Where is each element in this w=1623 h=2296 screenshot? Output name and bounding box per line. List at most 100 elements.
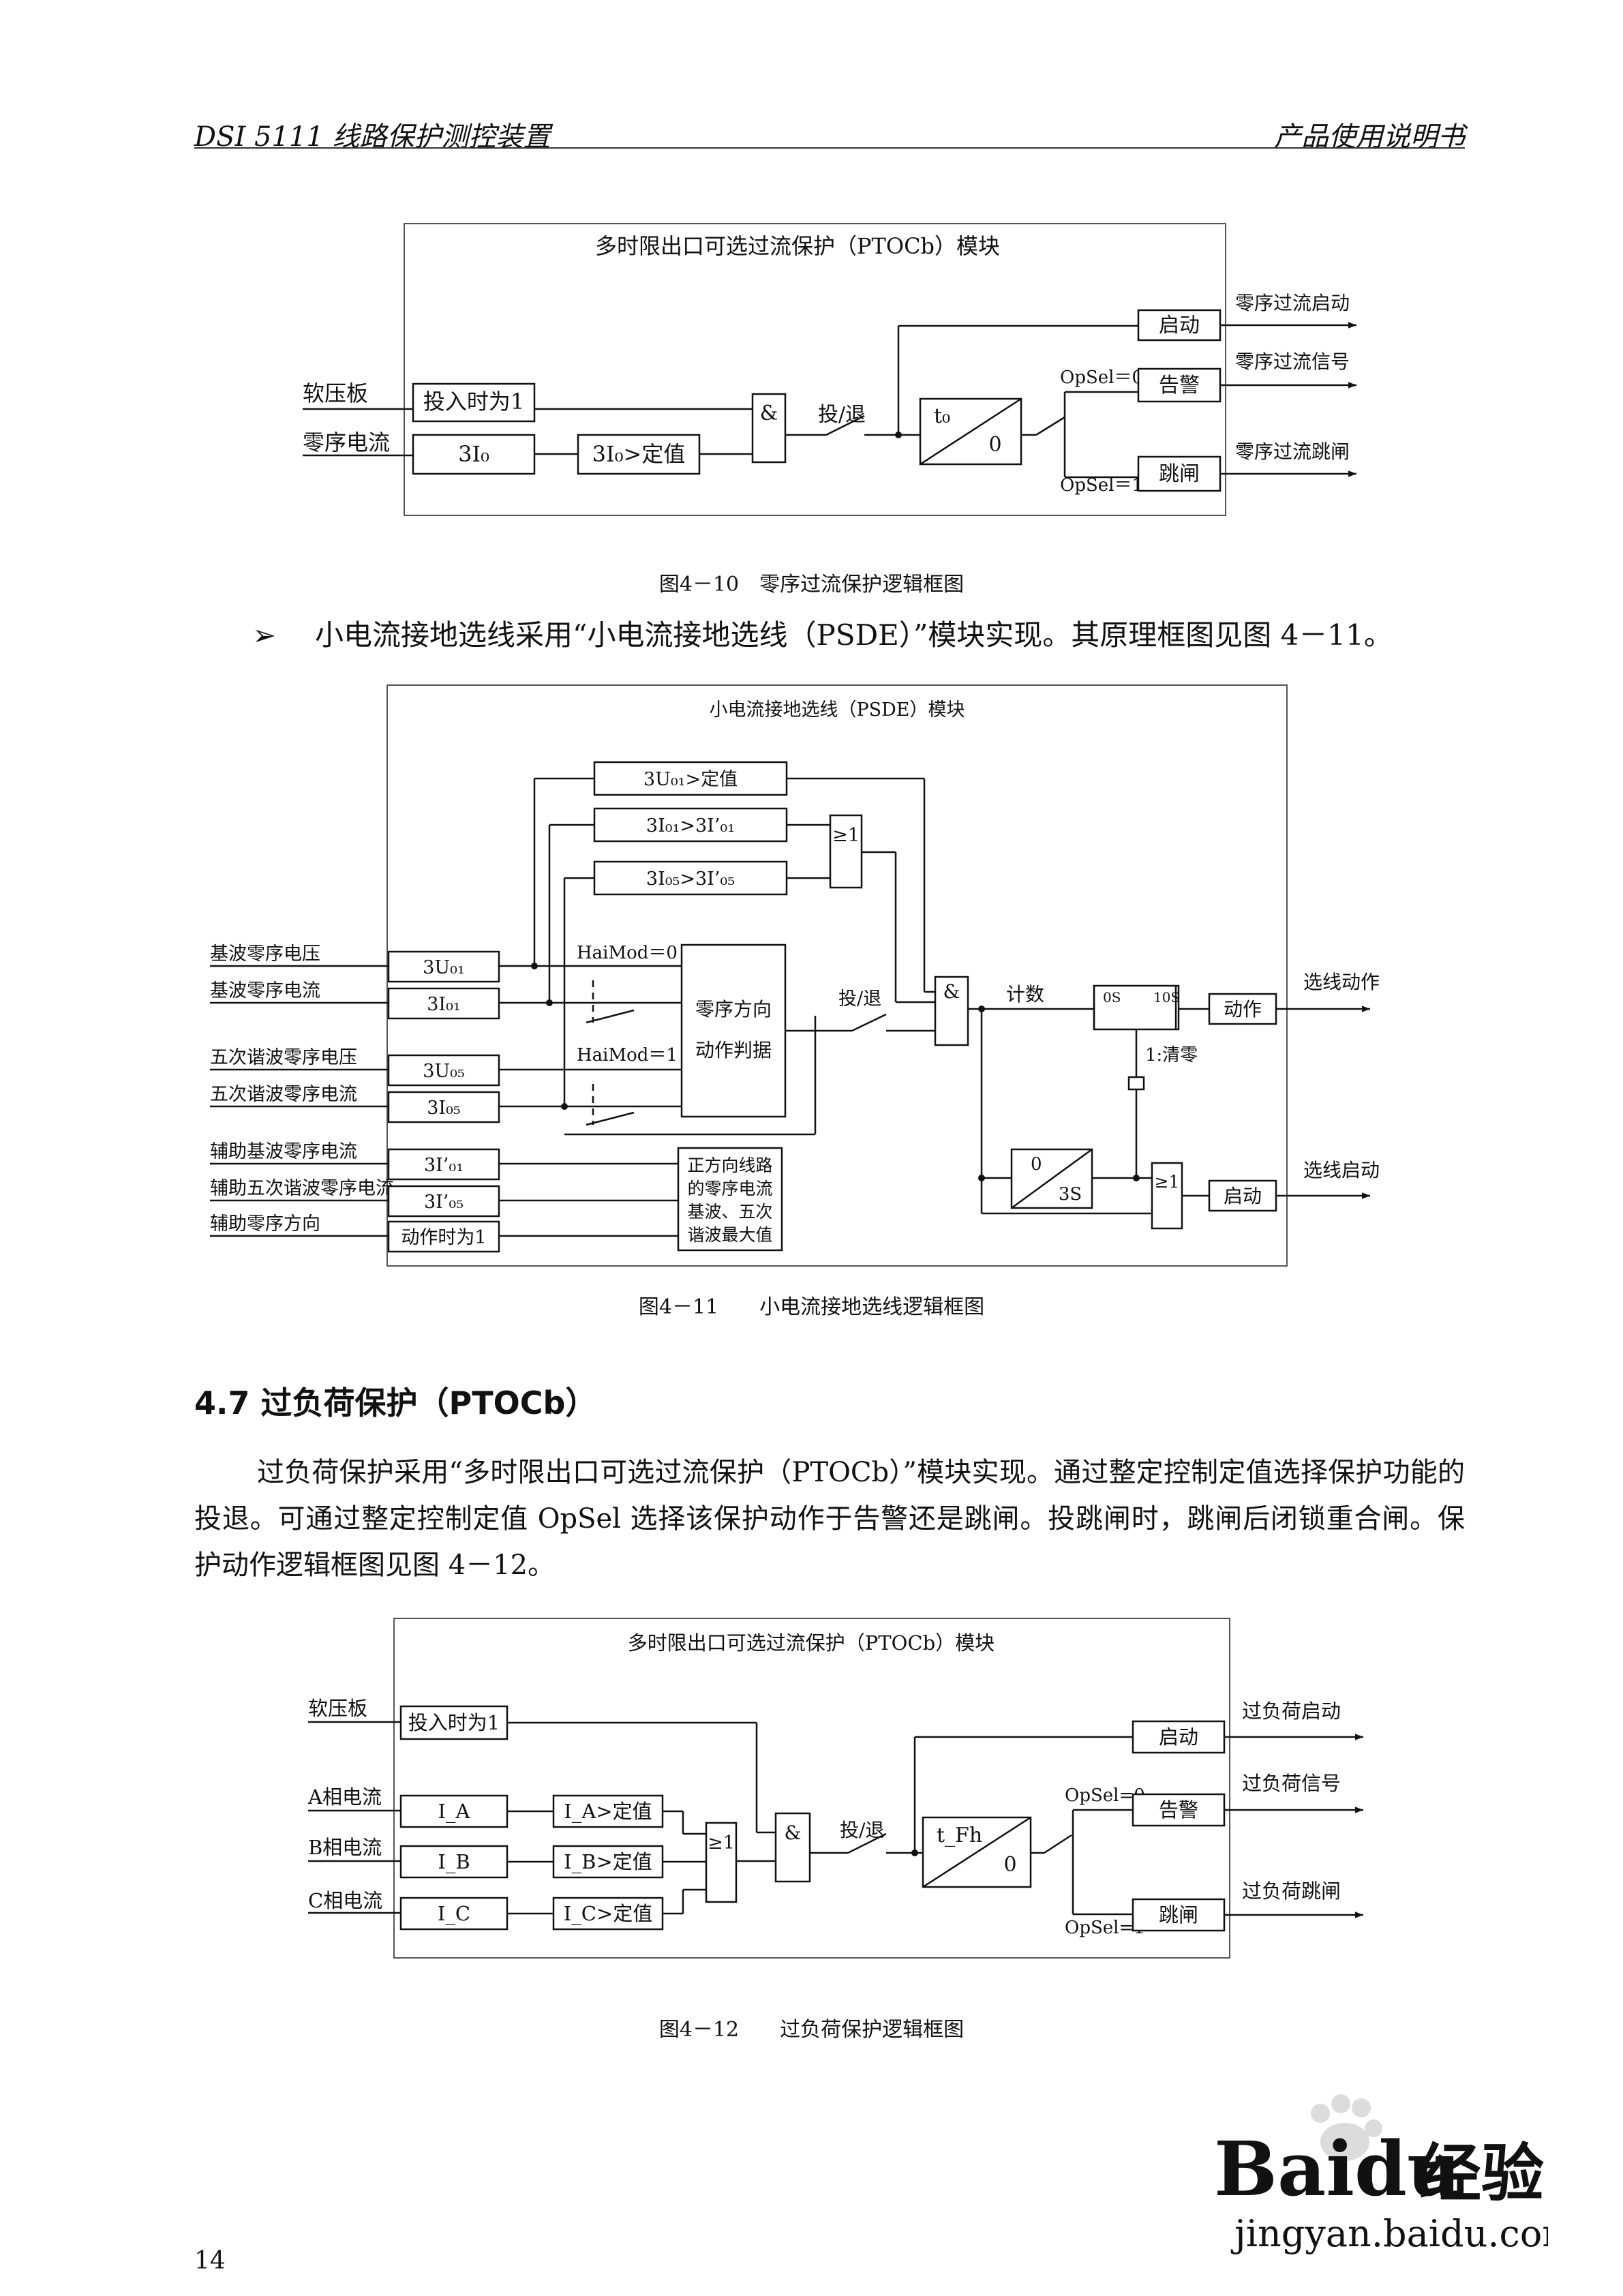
figure-4-11-caption: 图4－11 小电流接地选线逻辑框图 [638,1295,985,1319]
svg-text:OpSel=1: OpSel=1 [1065,1918,1145,1938]
svg-text:OpSel=0: OpSel=0 [1065,1785,1145,1806]
svg-text:HaiMod＝0: HaiMod＝0 [577,943,678,963]
output-start: 过负荷启动 [1242,1700,1341,1723]
box-aux-dir [387,1220,500,1253]
svg-text:≥1: ≥1 [832,825,860,846]
svg-text:t₀: t₀ [934,404,950,428]
act-box [1208,993,1277,1025]
3i0-box [412,434,536,475]
enable-box [412,382,536,423]
svg-text:基波零序电流: 基波零序电流 [210,980,320,1001]
output-trip: 过负荷跳闸 [1242,1879,1341,1903]
svg-text:3U₀₅: 3U₀₅ [423,1061,465,1082]
svg-text:五次谐波零序电流: 五次谐波零序电流 [210,1084,357,1105]
svg-text:C相电流: C相电流 [308,1889,382,1912]
svg-text:正方向线路: 正方向线路 [687,1155,772,1175]
bullet-paragraph: ➢ 小电流接地选线采用“小电流接地选线（PSDE）”模块实现。其原理框图见图 4－… [252,612,1393,654]
svg-text:≥1: ≥1 [1155,1172,1180,1192]
box-3u05 [387,1054,500,1087]
forward-line-max-box [677,1147,783,1252]
module-frame [393,1618,1230,1959]
output-signal: 零序过流信号 [1235,350,1350,373]
svg-text:3S: 3S [1059,1184,1082,1205]
and-gate [774,1812,811,1883]
box-aux-3i01 [387,1148,500,1181]
svg-text:I_B>定值: I_B>定值 [564,1850,652,1874]
svg-text:0: 0 [1031,1154,1042,1175]
input-label-zero-current: 零序电流 [303,429,390,455]
cmp-i05 [593,860,788,896]
page-number: 14 [194,2247,226,2275]
svg-text:B相电流: B相电流 [308,1836,382,1859]
svg-text:选线启动: 选线启动 [1303,1159,1380,1181]
svg-text:动作时为1: 动作时为1 [401,1227,486,1248]
enable-box [399,1705,509,1740]
svg-text:0S: 0S [1103,989,1121,1006]
output-start: 零序过流启动 [1235,292,1350,314]
svg-text:I_B: I_B [438,1850,470,1874]
module-frame [404,223,1226,516]
figure-4-11: 小电流接地选线（PSDE）模块 3U₀₁>定值 3I₀₁>3I’₀₁ 3I₀₅>… [210,684,1380,1267]
bullet-text: 小电流接地选线采用“小电流接地选线（PSDE）”模块实现。其原理框图见图 4－1… [315,618,1393,652]
svg-text:I_C>定值: I_C>定值 [564,1902,652,1926]
ic-setting-box [552,1897,664,1931]
svg-text:1:清零: 1:清零 [1145,1045,1198,1066]
svg-text:t_Fh: t_Fh [937,1824,982,1847]
svg-text:启动: 启动 [1159,1725,1198,1749]
module-title: 多时限出口可选过流保护（PTOCb）模块 [628,1631,995,1655]
svg-text:3U₀₁: 3U₀₁ [423,957,465,978]
watermark-brand: Baidu [1214,2125,1461,2213]
figure-4-10: 多时限出口可选过流保护（PTOCb）模块 软压板 零序电流 投入时为1 3I₀ … [303,223,1356,516]
and-gate [751,393,787,464]
start-box [1132,1720,1226,1754]
svg-text:0: 0 [988,433,1001,457]
box-3u01 [387,950,500,983]
watermark-brand-cn: 经验 [1419,2136,1544,2210]
and-gate [934,976,969,1046]
switch-label: 投/退 [818,403,866,427]
svg-text:I_A: I_A [438,1800,471,1824]
svg-text:HaiMod＝1: HaiMod＝1 [577,1045,678,1066]
svg-text:A相电流: A相电流 [307,1785,382,1809]
ib-box [399,1845,509,1879]
svg-text:辅助基波零序电流: 辅助基波零序电流 [210,1141,357,1162]
figure-4-12: 多时限出口可选过流保护（PTOCb）模块 软压板 A相电流 B相电流 C相电流 … [307,1618,1363,1959]
svg-text:3I₀>定值: 3I₀>定值 [592,441,686,467]
svg-text:投/退: 投/退 [840,1819,884,1841]
svg-text:计数: 计数 [1006,983,1044,1006]
start-box [1208,1179,1277,1212]
svg-text:&: & [760,402,778,425]
svg-text:≥1: ≥1 [708,1832,735,1854]
ia-setting-box [552,1794,664,1828]
svg-text:OpSel＝0: OpSel＝0 [1060,367,1143,388]
svg-text:谐波最大值: 谐波最大值 [687,1225,772,1245]
svg-text:0: 0 [1003,1853,1016,1877]
input-label-softplate: 软压板 [303,380,368,406]
clear-block [1127,1076,1145,1091]
svg-text:3I’₀₅: 3I’₀₅ [424,1192,464,1213]
module-title: 多时限出口可选过流保护（PTOCb）模块 [595,233,1000,259]
svg-text:3I₀₁>3I’₀₁: 3I₀₁>3I’₀₁ [646,815,735,836]
svg-text:10S: 10S [1153,989,1180,1006]
svg-text:3I₀₅: 3I₀₅ [427,1098,461,1119]
box-aux-3i05 [387,1185,500,1218]
cmp-u01 [593,761,788,796]
header-rule [194,147,1465,149]
bullet-mark: ➢ [252,618,277,652]
figure-4-12-caption: 图4－12 过负荷保护逻辑框图 [658,2018,965,2042]
ic-box [399,1897,509,1931]
svg-text:&: & [785,1822,802,1844]
or-gate [705,1822,738,1903]
svg-text:3U₀₁>定值: 3U₀₁>定值 [643,769,738,790]
svg-text:跳闸: 跳闸 [1159,1903,1198,1927]
svg-text:启动: 启动 [1224,1185,1262,1207]
svg-text:辅助零序方向: 辅助零序方向 [210,1213,320,1235]
svg-text:基波、五次: 基波、五次 [687,1202,772,1222]
svg-text:辅助五次谐波零序电流: 辅助五次谐波零序电流 [210,1178,394,1199]
alarm-box [1132,1793,1226,1827]
svg-text:动作: 动作 [1224,998,1262,1021]
svg-text:告警: 告警 [1159,374,1200,397]
svg-text:3I₀: 3I₀ [458,441,489,467]
watermark-url: jingyan.baidu.com [1230,2212,1548,2255]
svg-text:投入时为1: 投入时为1 [408,1711,500,1734]
